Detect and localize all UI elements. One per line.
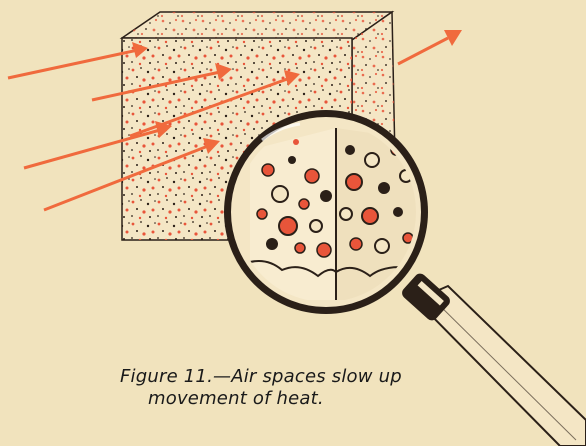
caption-line-1: Figure 11.—Air spaces slow up	[120, 366, 410, 388]
figure-caption: Figure 11.—Air spaces slow up movement o…	[120, 366, 410, 410]
magnifier-handle	[400, 271, 586, 446]
magnifier-lens	[224, 110, 430, 314]
caption-line-2: movement of heat.	[120, 388, 410, 410]
block-top-texture	[122, 12, 392, 40]
heat-arrow-outgoing	[398, 30, 462, 64]
